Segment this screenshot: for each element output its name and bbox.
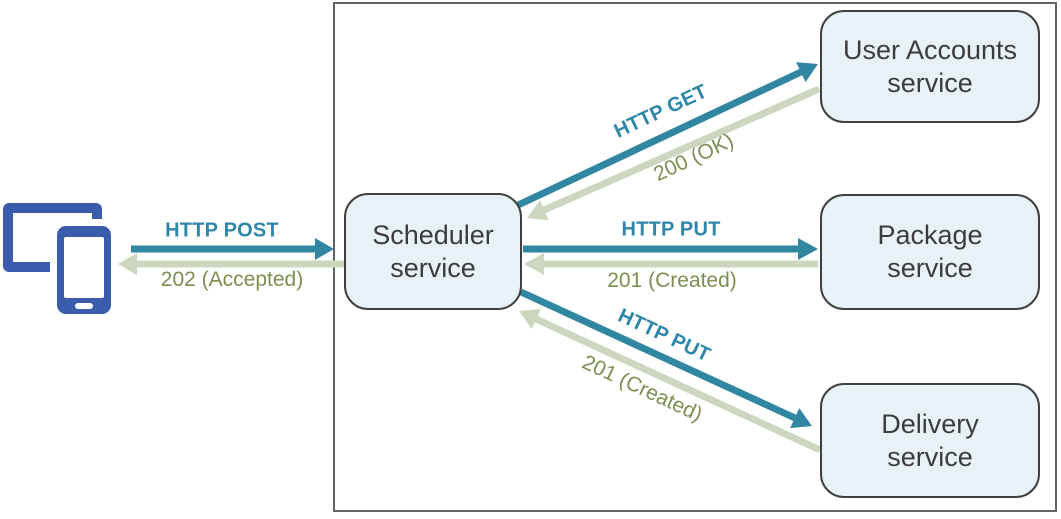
node-label-line: service (887, 253, 973, 283)
node-label-line: service (390, 252, 476, 283)
node-user-accounts-service: User Accounts service (820, 10, 1040, 123)
node-label-line: service (887, 441, 973, 472)
phone-home-button (75, 303, 93, 309)
node-label-line: Package (877, 220, 983, 251)
phone-screen (64, 237, 104, 298)
accepted-202-label: 202 (Accepted) (160, 268, 304, 291)
http-put-package-label: HTTP PUT (621, 218, 721, 241)
node-label-line: Scheduler (372, 219, 494, 250)
phone-icon (57, 226, 111, 314)
client-devices-icon (0, 195, 125, 320)
created-201-package-label: 201 (Created) (607, 269, 737, 292)
services-boundary-box (333, 2, 1057, 512)
node-package-service: Package service (820, 194, 1040, 310)
http-post-label: HTTP POST (165, 219, 279, 242)
node-delivery-service: Delivery service (820, 383, 1040, 498)
node-label-line: service (887, 67, 973, 98)
node-label-line: User Accounts (842, 34, 1018, 65)
node-scheduler-service: Scheduler service (344, 193, 522, 310)
node-label-line: Delivery (881, 408, 979, 439)
http-post-head (315, 238, 334, 260)
